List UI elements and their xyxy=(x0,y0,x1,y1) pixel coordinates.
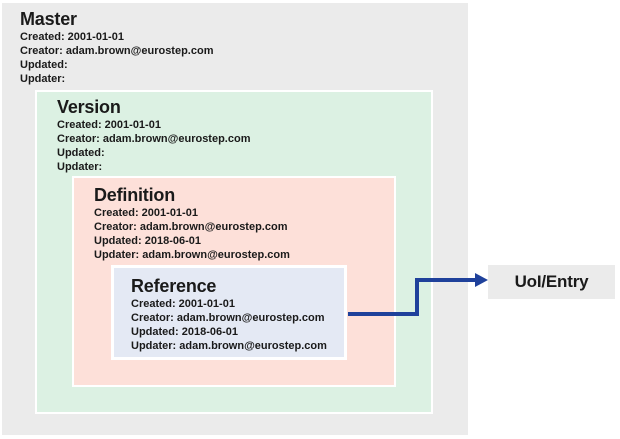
version-updated: Updated: xyxy=(57,147,105,159)
master-title: Master xyxy=(20,9,77,29)
arrowhead-icon xyxy=(475,273,488,287)
definition-title: Definition xyxy=(94,185,175,205)
version-created: Created: 2001-01-01 xyxy=(57,119,161,131)
version-title: Version xyxy=(57,97,121,117)
definition-updater: Updater: adam.brown@eurostep.com xyxy=(94,249,290,261)
master-box: Master Created: 2001-01-01 Creator: adam… xyxy=(2,3,468,435)
uoi-entry-box: UoI/Entry xyxy=(488,265,615,299)
reference-created: Created: 2001-01-01 xyxy=(131,298,235,310)
reference-box: Reference Created: 2001-01-01 Creator: a… xyxy=(111,265,347,360)
master-updater: Updater: xyxy=(20,73,66,85)
master-updated: Updated: xyxy=(20,59,68,71)
uoi-entry-label: UoI/Entry xyxy=(514,272,589,291)
definition-creator: Creator: adam.brown@eurostep.com xyxy=(94,221,288,233)
reference-creator: Creator: adam.brown@eurostep.com xyxy=(131,312,325,324)
definition-created: Created: 2001-01-01 xyxy=(94,207,198,219)
definition-updated: Updated: 2018-06-01 xyxy=(94,235,201,247)
reference-updated: Updated: 2018-06-01 xyxy=(131,326,238,338)
definition-box: Definition Created: 2001-01-01 Creator: … xyxy=(72,176,396,387)
reference-title: Reference xyxy=(131,276,217,296)
version-creator: Creator: adam.brown@eurostep.com xyxy=(57,133,251,145)
master-created: Created: 2001-01-01 xyxy=(20,31,124,43)
version-box: Version Created: 2001-01-01 Creator: ada… xyxy=(35,90,433,414)
master-creator: Creator: adam.brown@eurostep.com xyxy=(20,45,214,57)
version-updater: Updater: xyxy=(57,161,103,173)
reference-updater: Updater: adam.brown@eurostep.com xyxy=(131,340,327,352)
